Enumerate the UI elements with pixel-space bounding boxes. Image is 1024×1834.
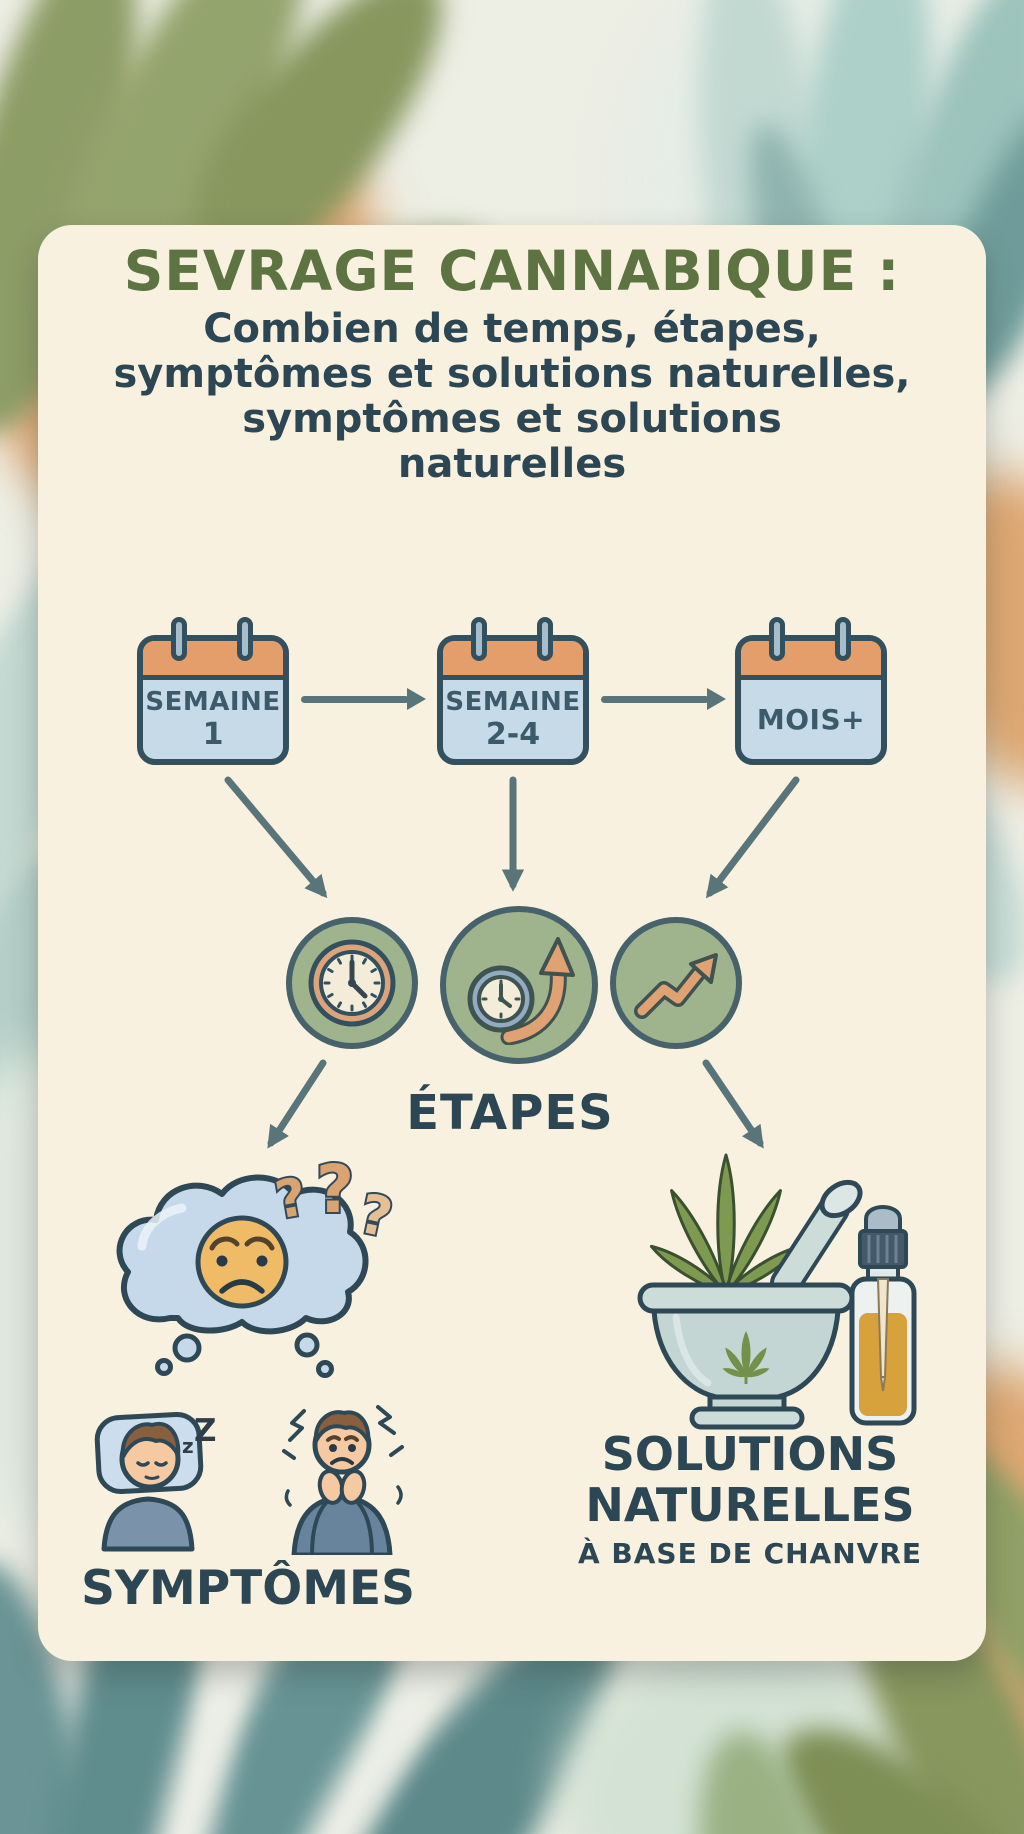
dropper-bottle-icon [849, 1205, 917, 1426]
clasped-hands-icon [317, 1469, 367, 1505]
subtitle-line: symptômes et solutions naturelles, [113, 351, 911, 397]
trend-up-icon [634, 953, 718, 1019]
calendar-ring [171, 617, 187, 661]
calendar-body: SEMAINE 1 [143, 680, 283, 759]
calendar-ring [835, 617, 851, 661]
subtitle-line: Combien de temps, étapes, [203, 306, 821, 352]
stage-circle [610, 917, 742, 1049]
cannabis-leaf-icon [722, 1331, 770, 1384]
calendar-label: 1 [202, 717, 224, 752]
calendar-ring [237, 617, 253, 661]
sleeping-person-icon: z Z [94, 1412, 216, 1552]
svg-text:?: ? [316, 1151, 354, 1228]
calendar-body: SEMAINE 2-4 [443, 680, 583, 759]
subtitle-line: symptômes et solutions [242, 396, 782, 442]
stress-marks-icon [282, 1405, 404, 1507]
solutions-label-block: SOLUTIONS NATURELLES À BASE DE CHANVRE [550, 1427, 950, 1571]
calendar-header [143, 641, 283, 680]
calendar-icon: SEMAINE 1 [137, 617, 289, 765]
sleep-z-big: Z [194, 1413, 216, 1449]
calendar-ring [537, 617, 553, 661]
calendar-header [443, 641, 583, 680]
calendar-label: SEMAINE [145, 687, 281, 717]
calendar-ring [471, 617, 487, 661]
symptoms-label: SYMPTÔMES [81, 1561, 415, 1616]
page-subtitle: Combien de temps, étapes, symptômes et s… [38, 307, 986, 487]
thought-bubbles [155, 1332, 334, 1378]
solutions-sublabel: À BASE DE CHANVRE [577, 1537, 923, 1570]
sleep-z-small: z [182, 1434, 194, 1458]
page-title: SEVRAGE CANNABIQUE : [123, 239, 901, 303]
solutions-label-line1: SOLUTIONS [601, 1427, 899, 1481]
calendar-label: MOIS+ [756, 703, 866, 736]
arrow-down-icon [705, 776, 800, 899]
thought-cloud-sad-face-icon: ? ? ? [116, 1150, 398, 1378]
arrow-right-icon [301, 688, 426, 710]
calendar-ring [769, 617, 785, 661]
subtitle-line: naturelles [397, 441, 627, 487]
mortar-pestle-icon [637, 1153, 917, 1430]
solutions-label-line2: NATURELLES [585, 1478, 915, 1532]
arrow-right-icon [601, 688, 726, 710]
svg-text:?: ? [354, 1182, 398, 1250]
calendar-body: MOIS+ [741, 680, 881, 759]
calendar-icon: SEMAINE 2-4 [437, 617, 589, 765]
anxious-person-icon [282, 1405, 404, 1555]
sad-face-icon [195, 1215, 289, 1309]
clock-icon [308, 939, 396, 1027]
clock-progress-icon [467, 937, 575, 1045]
arrow-down-icon [224, 776, 328, 899]
calendar-icon: MOIS+ [735, 617, 887, 765]
calendar-label: SEMAINE [445, 687, 581, 717]
pestle-icon [770, 1179, 863, 1299]
infographic-card: SEVRAGE CANNABIQUE : Combien de temps, é… [38, 225, 986, 1661]
stage-circle [286, 917, 418, 1049]
calendar-label: 2-4 [485, 717, 541, 752]
stage-circle [440, 906, 598, 1064]
stages-label: ÉTAPES [406, 1085, 614, 1141]
arrow-down-icon [702, 1059, 764, 1149]
calendar-header [741, 641, 881, 680]
